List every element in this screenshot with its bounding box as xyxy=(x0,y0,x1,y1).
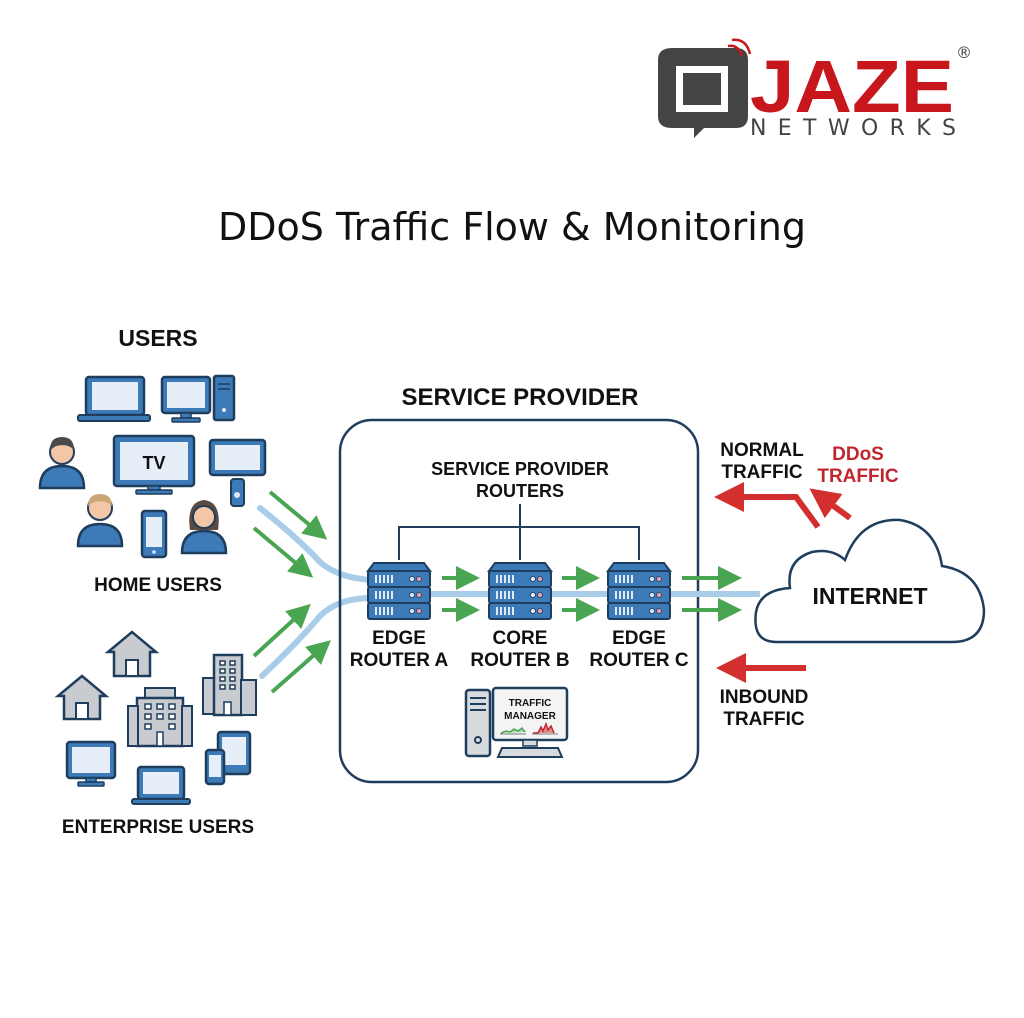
router-a-label-line1: EDGE xyxy=(372,628,426,649)
internet-label: INTERNET xyxy=(813,583,928,609)
service-provider-heading: SERVICE PROVIDER xyxy=(402,384,639,411)
page-title: DDoS Traffic Flow & Monitoring xyxy=(218,205,806,249)
normal-traffic-label-line2: TRAFFIC xyxy=(721,462,803,483)
smartphone-icon xyxy=(204,748,226,786)
internet-cloud-icon[interactable] xyxy=(754,518,986,644)
office-tower-icon xyxy=(202,653,257,717)
ddos-traffic-graph xyxy=(533,721,555,734)
traffic-manager-label-line2: MANAGER xyxy=(504,711,556,722)
laptop-icon xyxy=(77,375,151,422)
routers-label-line1: SERVICE PROVIDER xyxy=(431,459,609,479)
edge-router-c-icon[interactable] xyxy=(607,562,671,620)
remote-control-icon xyxy=(230,478,245,507)
tv-icon: TV xyxy=(112,434,196,495)
router-a-label-line2: ROUTER A xyxy=(350,650,449,671)
normal-traffic-label-line1: NORMAL xyxy=(720,440,804,461)
router-green-arrows xyxy=(442,566,742,622)
enterprise-users-label: ENTERPRISE USERS xyxy=(62,817,254,838)
person-icon xyxy=(76,494,124,548)
person-icon xyxy=(180,500,228,555)
keyboard-icon xyxy=(496,747,564,758)
monitor-icon xyxy=(65,740,117,787)
router-b-label-line1: CORE xyxy=(493,628,548,649)
desktop-computer-icon xyxy=(160,374,236,423)
ddos-traffic-label-line2: TRAFFIC xyxy=(817,466,899,487)
green-arrow xyxy=(252,526,314,578)
router-c-label-line1: EDGE xyxy=(612,628,666,649)
pc-tower-icon xyxy=(464,688,492,758)
traffic-manager-computer[interactable]: TRAFFIC MANAGER xyxy=(464,686,569,758)
traffic-manager-label-line1: TRAFFIC xyxy=(509,698,552,709)
ddos-traffic-label-line1: DDoS xyxy=(832,444,884,465)
enterprise-flow-line xyxy=(259,595,375,679)
home-users-label: HOME USERS xyxy=(94,575,222,596)
house-icon xyxy=(54,674,110,721)
logo-chat-icon xyxy=(658,38,752,138)
ddos-traffic-red-arrow xyxy=(809,488,852,521)
laptop-icon xyxy=(131,765,191,805)
routers-label-line2: ROUTERS xyxy=(476,481,564,501)
green-arrow xyxy=(252,603,311,658)
house-icon xyxy=(104,630,160,678)
service-provider-box xyxy=(338,418,700,784)
router-c-label-line2: ROUTER C xyxy=(589,650,689,671)
green-arrow xyxy=(270,640,332,694)
monitor-icon xyxy=(208,438,267,477)
normal-traffic-graph xyxy=(500,726,526,734)
user-traffic-flows xyxy=(252,490,375,694)
person-icon xyxy=(38,437,86,490)
inbound-traffic-label-line2: TRAFFIC xyxy=(723,709,805,730)
normal-traffic-red-arrow xyxy=(714,482,821,529)
logo-registered: ® xyxy=(956,43,972,62)
users-heading: USERS xyxy=(118,325,197,351)
inbound-traffic-label-line1: INBOUND xyxy=(720,687,809,708)
smartphone-icon xyxy=(140,509,168,559)
home-users-group: TV xyxy=(38,374,267,559)
jaze-logo: JAZE ® NETWORKS xyxy=(658,38,972,141)
tv-label: TV xyxy=(142,453,165,473)
edge-router-a-icon[interactable] xyxy=(367,562,431,620)
core-router-b-icon[interactable] xyxy=(488,562,552,620)
enterprise-users-group xyxy=(54,630,257,805)
router-tree-lines xyxy=(398,504,640,560)
home-flow-line xyxy=(257,505,375,583)
office-building-icon xyxy=(127,687,193,748)
green-arrow xyxy=(268,490,328,540)
router-b-label-line2: ROUTER B xyxy=(470,650,569,671)
logo-brand: JAZE xyxy=(750,45,954,128)
